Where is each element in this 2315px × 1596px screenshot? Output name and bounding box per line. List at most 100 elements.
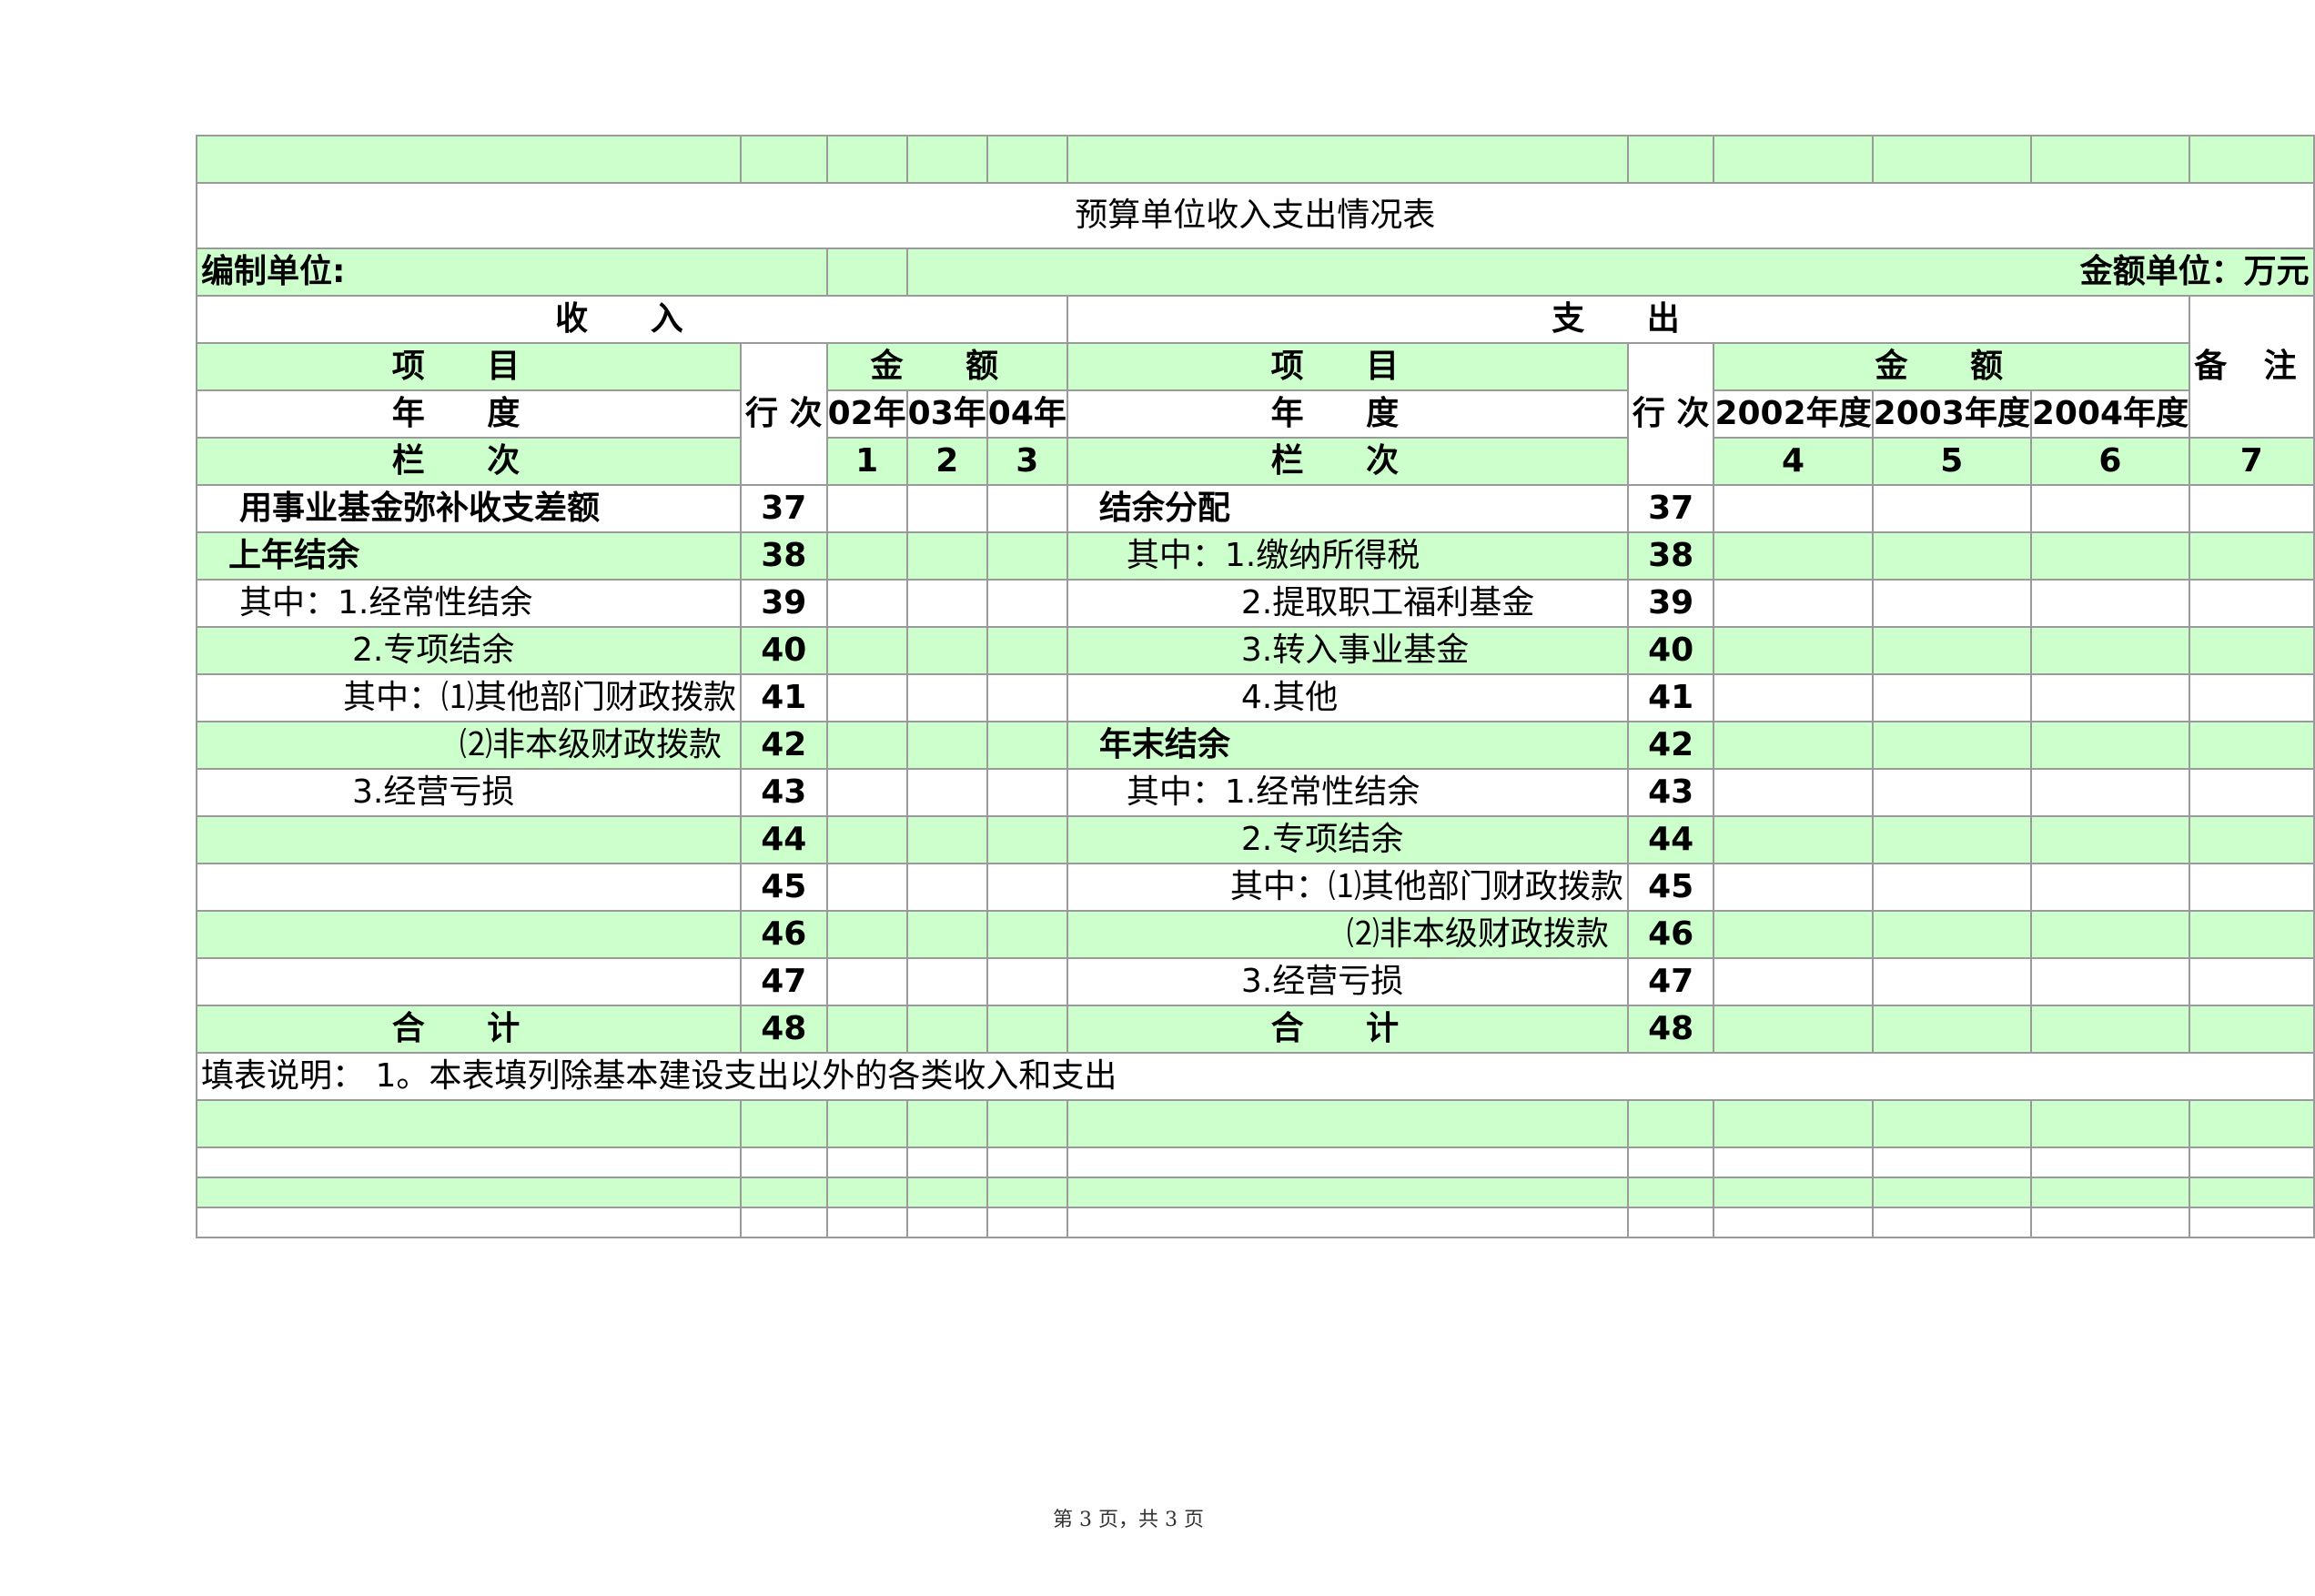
cell[interactable] [986,135,1068,184]
amount-cell[interactable] [905,815,988,864]
amount-cell[interactable] [905,910,988,959]
cell[interactable] [825,1177,908,1208]
amount-cell[interactable] [825,721,908,770]
remark-cell[interactable] [2189,863,2315,912]
amount-cell[interactable] [1871,673,2032,722]
cell[interactable] [2189,1207,2315,1238]
amount-cell[interactable] [905,863,988,912]
cell[interactable] [1871,1207,2032,1238]
amount-cell[interactable] [905,957,988,1006]
amount-cell[interactable] [1871,768,2032,817]
amount-cell[interactable] [986,531,1068,581]
amount-cell[interactable] [1713,484,1874,533]
cell[interactable] [1713,135,1874,184]
amount-cell[interactable] [1713,815,1874,864]
amount-cell[interactable] [1713,721,1874,770]
cell[interactable] [1713,1207,1874,1238]
amount-cell[interactable] [825,910,908,959]
cell[interactable] [1871,1146,2032,1178]
cell[interactable] [986,1099,1068,1148]
cell[interactable] [1713,1177,1874,1208]
amount-cell[interactable] [2029,626,2191,675]
cell[interactable] [905,135,988,184]
amount-cell[interactable] [1713,863,1874,912]
cell[interactable] [1626,135,1715,184]
amount-cell[interactable] [2029,815,2191,864]
cell[interactable] [1066,1099,1629,1148]
amount-cell[interactable] [2029,531,2191,581]
cell[interactable] [740,135,828,184]
cell[interactable] [1713,1099,1874,1148]
amount-cell[interactable] [825,815,908,864]
amount-cell[interactable] [1713,1005,1874,1054]
amount-cell[interactable] [825,484,908,533]
amount-cell[interactable] [905,768,988,817]
amount-cell[interactable] [1871,910,2032,959]
cell[interactable] [2029,135,2191,184]
amount-cell[interactable] [1713,768,1874,817]
amount-cell[interactable] [986,768,1068,817]
cell[interactable] [195,135,743,184]
cell[interactable] [2189,135,2315,184]
cell[interactable] [195,1146,743,1178]
amount-cell[interactable] [825,768,908,817]
cell[interactable] [740,1099,828,1148]
amount-cell[interactable] [986,815,1068,864]
amount-cell[interactable] [905,673,988,722]
amount-cell[interactable] [986,673,1068,722]
cell[interactable] [2029,1207,2191,1238]
cell[interactable] [1713,1146,1874,1178]
prepared-by-value[interactable] [825,247,908,297]
cell[interactable] [2189,1177,2315,1208]
cell[interactable] [825,1207,908,1238]
amount-cell[interactable] [1713,626,1874,675]
amount-cell[interactable] [905,721,988,770]
amount-cell[interactable] [2029,484,2191,533]
cell[interactable] [986,1207,1068,1238]
amount-cell[interactable] [2029,863,2191,912]
remark-cell[interactable] [2189,768,2315,817]
amount-cell[interactable] [905,531,988,581]
amount-cell[interactable] [905,1005,988,1054]
amount-cell[interactable] [905,626,988,675]
cell[interactable] [905,1099,988,1148]
amount-cell[interactable] [1871,957,2032,1006]
remark-cell[interactable] [2189,579,2315,628]
amount-cell[interactable] [905,579,988,628]
amount-cell[interactable] [825,863,908,912]
amount-cell[interactable] [986,863,1068,912]
cell[interactable] [1626,1177,1715,1208]
amount-cell[interactable] [825,579,908,628]
cell[interactable] [1626,1207,1715,1238]
amount-cell[interactable] [986,721,1068,770]
amount-cell[interactable] [2029,957,2191,1006]
cell[interactable] [2029,1177,2191,1208]
cell[interactable] [2029,1146,2191,1178]
cell[interactable] [2029,1099,2191,1148]
cell[interactable] [740,1177,828,1208]
cell[interactable] [2189,1099,2315,1148]
amount-cell[interactable] [1871,484,2032,533]
remark-cell[interactable] [2189,957,2315,1006]
cell[interactable] [1871,1177,2032,1208]
remark-cell[interactable] [2189,531,2315,581]
amount-cell[interactable] [1871,721,2032,770]
cell[interactable] [1626,1146,1715,1178]
amount-cell[interactable] [986,626,1068,675]
cell[interactable] [986,1177,1068,1208]
amount-cell[interactable] [1713,910,1874,959]
amount-cell[interactable] [2029,673,2191,722]
cell[interactable] [1066,1177,1629,1208]
remark-cell[interactable] [2189,484,2315,533]
amount-cell[interactable] [1871,579,2032,628]
amount-cell[interactable] [825,531,908,581]
amount-cell[interactable] [1713,673,1874,722]
amount-cell[interactable] [2029,1005,2191,1054]
cell[interactable] [1626,1099,1715,1148]
cell[interactable] [740,1146,828,1178]
amount-cell[interactable] [986,1005,1068,1054]
remark-cell[interactable] [2189,626,2315,675]
cell[interactable] [905,1207,988,1238]
amount-cell[interactable] [825,957,908,1006]
cell[interactable] [195,1099,743,1148]
